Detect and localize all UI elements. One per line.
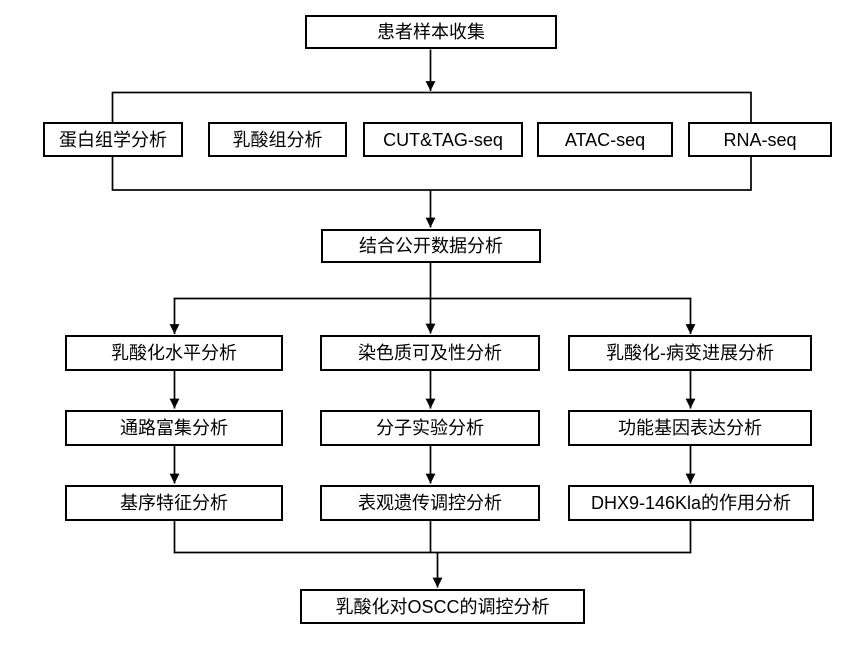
node-functional-gene-expression-analysis: 功能基因表达分析 — [568, 410, 812, 446]
node-lactylation-progression-analysis: 乳酸化-病变进展分析 — [568, 335, 812, 371]
node-rna-seq: RNA-seq — [688, 122, 832, 157]
node-public-data-analysis: 结合公开数据分析 — [321, 229, 541, 263]
node-chromatin-accessibility-analysis: 染色质可及性分析 — [320, 335, 540, 371]
node-pathway-enrichment-analysis: 通路富集分析 — [65, 410, 283, 446]
node-patient-sample-collection: 患者样本收集 — [305, 15, 557, 49]
node-molecular-experiment-analysis: 分子实验分析 — [320, 410, 540, 446]
node-lactylation-level-analysis: 乳酸化水平分析 — [65, 335, 283, 371]
node-dhx9-146kla-analysis: DHX9-146Kla的作用分析 — [568, 485, 814, 521]
node-epigenetic-regulation-analysis: 表观遗传调控分析 — [320, 485, 540, 521]
node-cut-tag-seq: CUT&TAG-seq — [363, 122, 523, 157]
node-atac-seq: ATAC-seq — [537, 122, 673, 157]
node-lactylome-analysis: 乳酸组分析 — [208, 122, 347, 157]
node-proteomics-analysis: 蛋白组学分析 — [43, 122, 183, 157]
node-oscc-regulation-analysis: 乳酸化对OSCC的调控分析 — [300, 589, 585, 624]
node-motif-feature-analysis: 基序特征分析 — [65, 485, 283, 521]
